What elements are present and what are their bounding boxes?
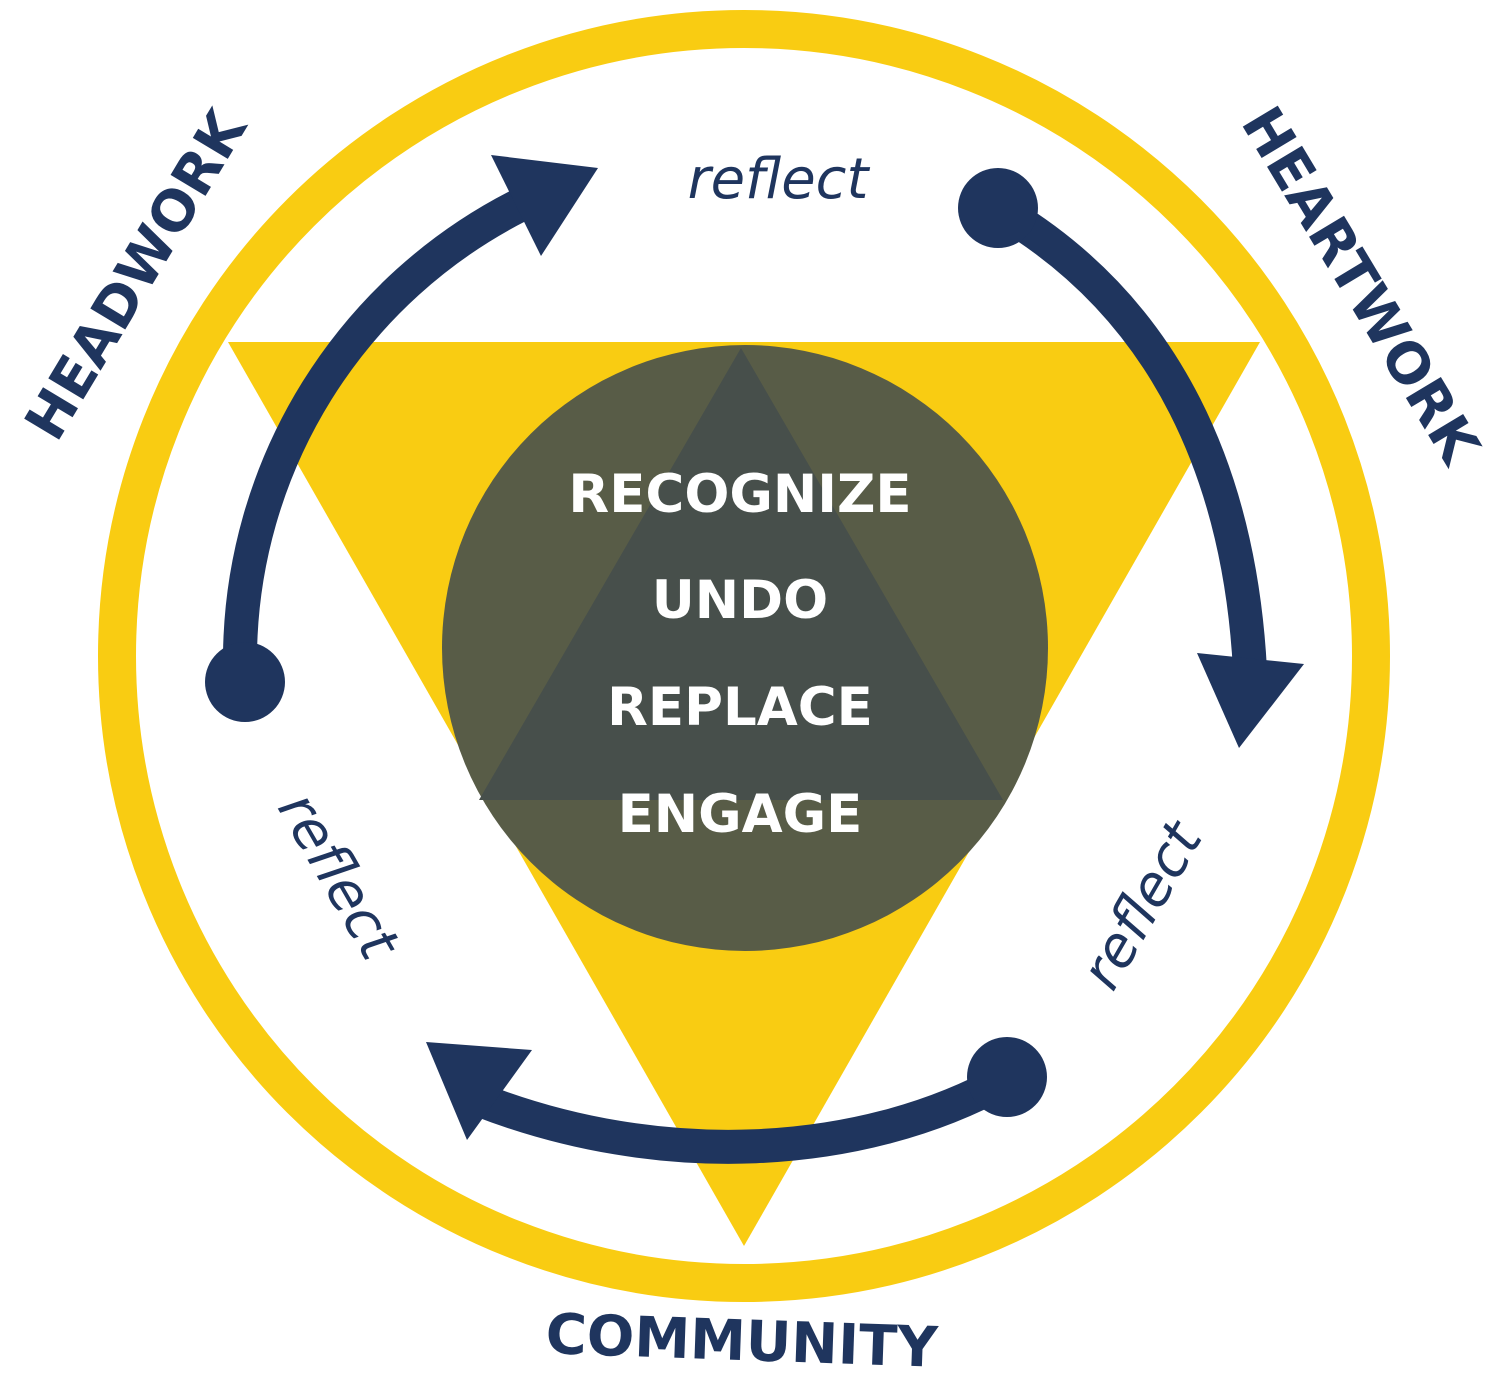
headwork-arrow xyxy=(205,155,598,722)
community-arrow-start-dot xyxy=(967,1037,1047,1117)
heartwork-arrow-start-dot xyxy=(958,168,1038,248)
step-undo: UNDO xyxy=(652,570,828,631)
heartwork-arrow xyxy=(958,168,1304,748)
reflect-left: reflect xyxy=(265,781,413,972)
step-recognize: RECOGNIZE xyxy=(568,464,911,525)
headwork-arrow-start-dot xyxy=(205,642,285,722)
reflect-right: reflect xyxy=(1069,809,1217,1000)
step-engage: ENGAGE xyxy=(618,784,863,845)
community-arrow xyxy=(426,1037,1047,1164)
inner-triangle xyxy=(479,348,1003,800)
reflect-top: reflect xyxy=(688,147,871,212)
outer-ring xyxy=(98,10,1390,1302)
step-replace: REPLACE xyxy=(607,677,873,738)
community-arrow-head xyxy=(426,1042,532,1140)
headwork-arrow-head xyxy=(491,155,598,256)
community-label: COMMUNITY xyxy=(545,1302,941,1381)
heartwork-arrow-head xyxy=(1197,653,1304,748)
